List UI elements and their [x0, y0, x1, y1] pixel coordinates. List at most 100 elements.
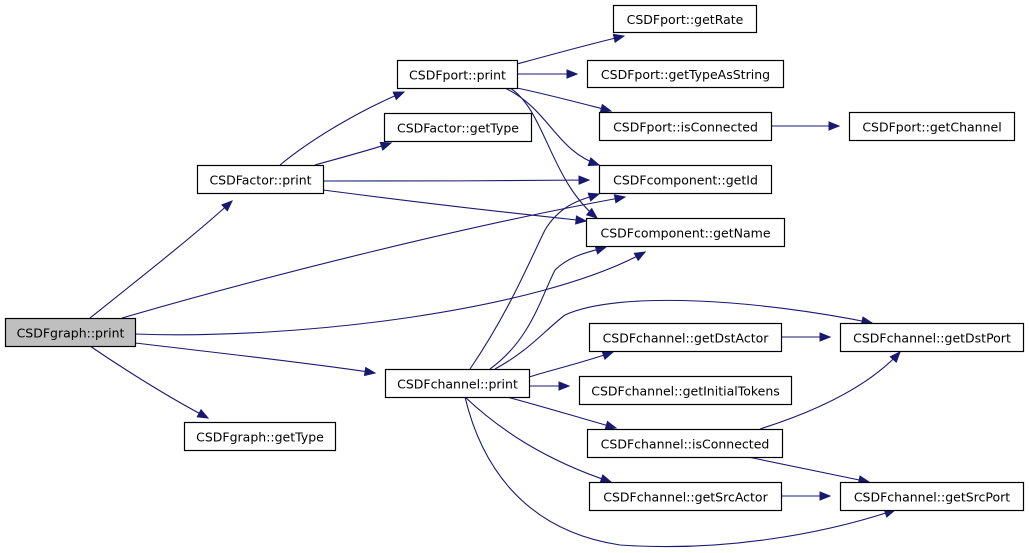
node-box[interactable]: [183, 421, 337, 452]
arrowhead-icon: [578, 175, 591, 185]
arrowhead-icon: [575, 215, 588, 225]
arrowhead-icon: [889, 351, 901, 363]
arrowhead-icon: [558, 381, 571, 391]
arrowhead-icon: [599, 474, 613, 484]
arrowhead-icon: [613, 194, 627, 204]
edge-channel-print-to-ch-getDstActor: [528, 351, 615, 378]
edge-actor-print-to-actor-getType: [314, 141, 393, 166]
node-box[interactable]: [4, 317, 137, 348]
node-comp-getId[interactable]: CSDFcomponent::getId: [598, 164, 773, 195]
node-box[interactable]: [586, 59, 785, 89]
node-ch-getDstPort[interactable]: CSDFchannel::getDstPort: [839, 322, 1025, 353]
node-port-getRate[interactable]: CSDFport::getRate: [612, 4, 758, 34]
edge-line: [747, 456, 870, 483]
edge-line: [89, 200, 233, 319]
node-box[interactable]: [383, 112, 533, 143]
edge-ch-isConnected-to-ch-getDstPort: [759, 351, 901, 430]
node-label: CSDFcomponent::getId: [613, 173, 758, 188]
node-box[interactable]: [585, 217, 786, 248]
arrowhead-icon: [587, 192, 601, 202]
edge-line: [314, 142, 392, 166]
edge-line: [279, 91, 405, 166]
edge-actor-print-to-comp-getId: [322, 175, 591, 185]
node-channel-print[interactable]: CSDFchannel::print: [384, 368, 531, 399]
edge-ch-getDstActor-to-ch-getDstPort: [780, 332, 832, 342]
arrowhead-icon: [599, 103, 613, 113]
node-ch-getSrcActor[interactable]: CSDFchannel::getSrcActor: [588, 481, 783, 512]
arrowhead-icon: [604, 420, 618, 430]
node-label: CSDFactor::print: [209, 173, 311, 188]
node-box[interactable]: [839, 322, 1025, 353]
edge-line: [504, 87, 600, 166]
edge-graph-print-to-comp-getId: [121, 194, 627, 319]
edge-port-print-to-port-getRate: [516, 33, 626, 65]
node-actor-print[interactable]: CSDFactor::print: [196, 164, 325, 195]
node-box[interactable]: [588, 322, 783, 353]
node-port-getTypeAsString[interactable]: CSDFport::getTypeAsString: [586, 59, 785, 89]
node-ch-getSrcPort[interactable]: CSDFchannel::getSrcPort: [839, 481, 1025, 512]
edge-actor-print-to-comp-getName: [322, 189, 588, 225]
edge-ch-getSrcActor-to-ch-getSrcPort: [781, 491, 832, 501]
node-label: CSDFcomponent::getName: [600, 226, 770, 241]
arrowhead-icon: [594, 245, 608, 255]
node-ch-getInitialTokens[interactable]: CSDFchannel::getInitialTokens: [578, 375, 793, 406]
edge-port-print-to-port-getTypeAsString: [517, 69, 579, 79]
node-box[interactable]: [196, 164, 325, 195]
node-label: CSDFchannel::getInitialTokens: [591, 384, 780, 399]
arrowhead-icon: [221, 200, 233, 212]
edge-line: [516, 35, 625, 65]
node-label: CSDFgraph::getType: [196, 430, 324, 445]
node-label: CSDFchannel::getSrcPort: [854, 490, 1010, 505]
node-graph-print[interactable]: CSDFgraph::print: [4, 317, 137, 348]
edge-line: [134, 251, 646, 336]
node-box[interactable]: [839, 481, 1025, 512]
edge-line: [121, 196, 626, 319]
edge-line: [469, 193, 600, 370]
arrowhead-icon: [633, 251, 647, 262]
node-port-print[interactable]: CSDFport::print: [396, 59, 519, 90]
arrowhead-icon: [585, 207, 599, 219]
node-box[interactable]: [598, 111, 773, 142]
edge-graph-print-to-channel-print: [134, 342, 377, 377]
node-box[interactable]: [578, 375, 793, 406]
node-label: CSDFport::print: [409, 68, 506, 83]
edge-port-print-to-comp-getName: [509, 87, 599, 219]
node-box[interactable]: [588, 481, 783, 512]
node-box[interactable]: [598, 164, 773, 195]
edge-line: [509, 87, 598, 219]
edge-graph-print-to-graph-getType: [89, 345, 210, 419]
edge-line: [528, 351, 614, 378]
node-actor-getType[interactable]: CSDFactor::getType: [383, 112, 533, 143]
node-label: CSDFchannel::getDstActor: [603, 331, 770, 346]
node-port-isConnected[interactable]: CSDFport::isConnected: [598, 111, 773, 142]
edge-ch-isConnected-to-ch-getSrcPort: [747, 456, 871, 485]
arrowhead-icon: [828, 121, 841, 131]
node-label: CSDFport::getRate: [627, 12, 744, 27]
arrowhead-icon: [379, 141, 393, 151]
node-label: CSDFgraph::print: [17, 326, 125, 341]
node-comp-getName[interactable]: CSDFcomponent::getName: [585, 217, 786, 248]
arrowhead-icon: [819, 491, 832, 501]
edge-channel-print-to-ch-isConnected: [506, 396, 618, 430]
edge-port-print-to-port-isConnected: [516, 87, 613, 113]
arrowhead-icon: [196, 408, 210, 419]
node-port-getChannel[interactable]: CSDFport::getChannel: [848, 111, 1016, 142]
arrowhead-icon: [363, 366, 377, 377]
node-box[interactable]: [612, 4, 758, 34]
edge-line: [759, 351, 901, 430]
edge-channel-print-to-ch-getSrcPort: [464, 396, 897, 548]
edge-port-isConnected-to-port-getChannel: [771, 121, 841, 131]
node-graph-getType[interactable]: CSDFgraph::getType: [183, 421, 337, 452]
node-ch-getDstActor[interactable]: CSDFchannel::getDstActor: [588, 322, 783, 353]
node-box[interactable]: [384, 368, 531, 399]
arrowhead-icon: [601, 351, 615, 360]
edge-line: [322, 189, 587, 222]
node-ch-isConnected[interactable]: CSDFchannel::isConnected: [586, 428, 784, 459]
edge-line: [134, 342, 376, 374]
node-box[interactable]: [848, 111, 1016, 142]
node-box[interactable]: [586, 428, 784, 459]
edge-line: [464, 396, 612, 483]
node-box[interactable]: [396, 59, 519, 90]
edge-line: [516, 87, 612, 112]
